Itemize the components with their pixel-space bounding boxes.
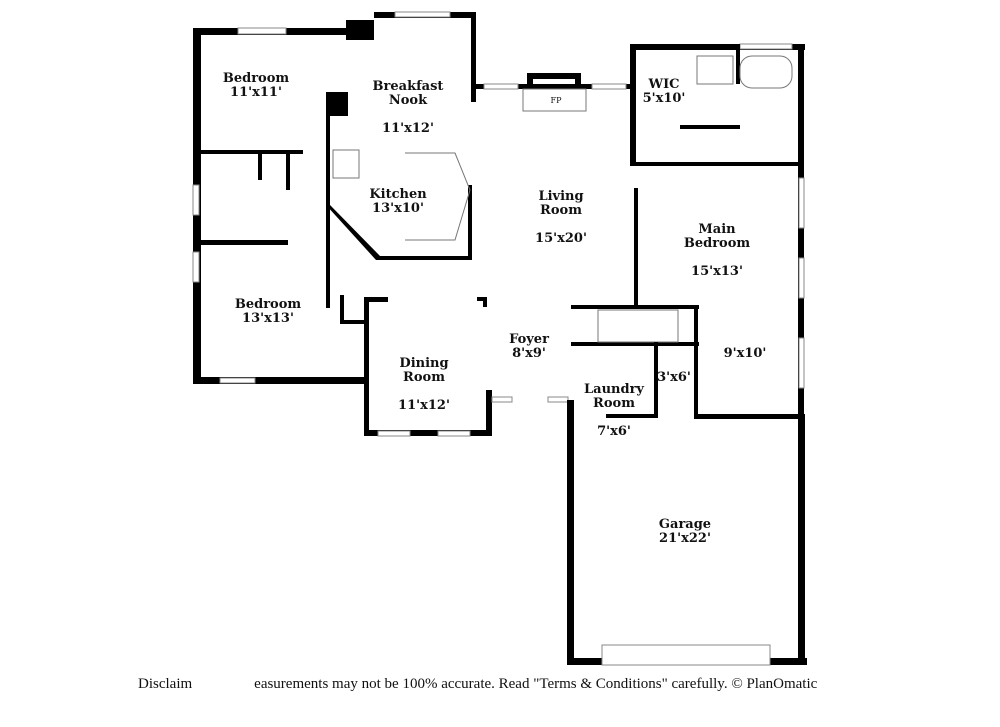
room-garage: Garage 21'x22' <box>659 518 711 546</box>
room-name: Kitchen <box>369 187 427 202</box>
room-bedroom-2: Bedroom 13'x13' <box>235 298 301 326</box>
room-size: 13'x13' <box>242 311 294 326</box>
room-laundry-room: Laundry Room 7'x6' <box>584 369 644 453</box>
disclaimer-end: easurements may not be 100% accurate. Re… <box>254 676 818 692</box>
room-name: Laundry Room <box>584 382 644 411</box>
room-size: 15'x20' <box>535 231 587 246</box>
room-name: Dining Room <box>399 356 449 385</box>
room-name: Living Room <box>538 189 584 218</box>
room-size: 8'x9' <box>512 346 546 361</box>
room-name: Garage <box>658 517 712 532</box>
room-size: 9'x10' <box>723 346 767 361</box>
room-size: 21'x22' <box>659 531 711 546</box>
room-living-room: Living Room 15'x20' <box>535 176 587 260</box>
disclaimer-text: Disclaim easurements may not be 100% accu… <box>138 676 817 693</box>
room-wic: WIC 5'x10' <box>643 78 686 106</box>
room-9x10: 9'x10' <box>724 347 767 361</box>
room-name: WIC <box>648 77 680 92</box>
room-name: Bedroom <box>222 71 290 86</box>
room-name: Main Bedroom <box>683 222 751 251</box>
room-bedroom-1: Bedroom 11'x11' <box>223 72 289 100</box>
room-size: 15'x13' <box>691 264 743 279</box>
room-size: 11'x11' <box>230 85 282 100</box>
fireplace-label: FP <box>550 96 562 105</box>
room-name: Foyer <box>509 332 549 347</box>
room-size: 11'x12' <box>382 121 434 136</box>
room-foyer: Foyer 8'x9' <box>509 333 549 361</box>
room-closet: 3'x6' <box>657 371 691 385</box>
room-size: 11'x12' <box>398 398 450 413</box>
room-name: Breakfast Nook <box>372 79 444 108</box>
room-size: 3'x6' <box>657 370 691 385</box>
room-kitchen: Kitchen 13'x10' <box>369 188 426 216</box>
room-size: 5'x10' <box>642 91 686 106</box>
room-size: 13'x10' <box>372 201 424 216</box>
room-main-bedroom: Main Bedroom 15'x13' <box>684 209 750 293</box>
room-dining-room: Dining Room 11'x12' <box>398 343 450 427</box>
disclaimer-start: Disclaim <box>138 676 193 692</box>
room-breakfast-nook: Breakfast Nook 11'x12' <box>373 66 444 150</box>
room-size: 7'x6' <box>597 424 631 439</box>
room-name: Bedroom <box>234 297 302 312</box>
